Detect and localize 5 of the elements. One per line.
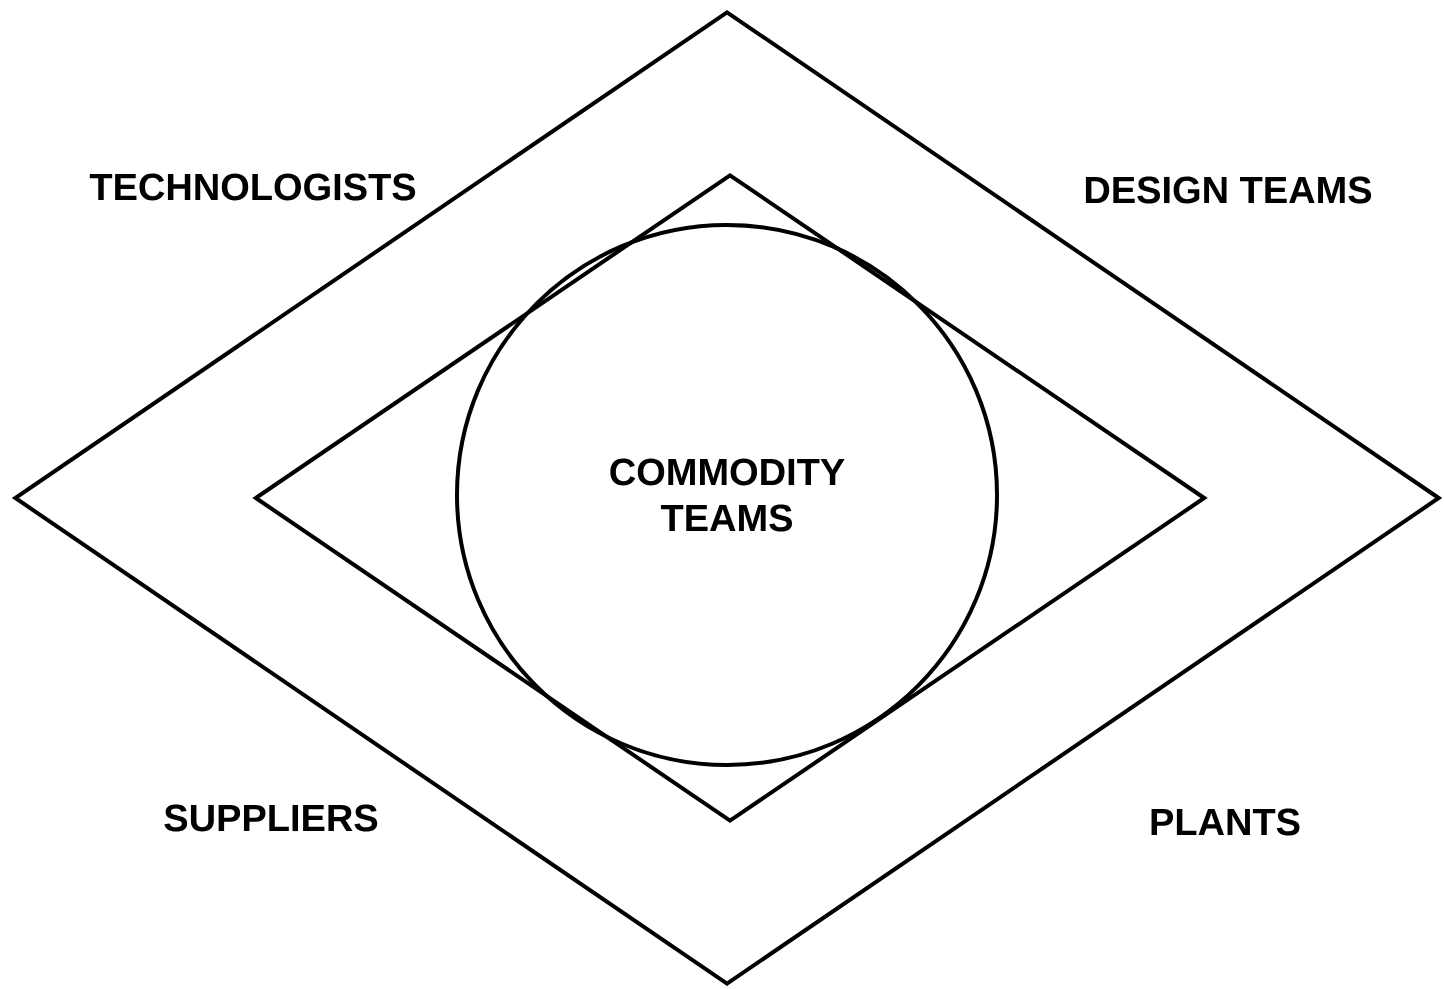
region-label: TECHNOLOGISTS xyxy=(89,173,416,201)
circle-node: COMMODITY TEAMS xyxy=(455,223,999,767)
region-label: DESIGN TEAMS xyxy=(1085,176,1372,204)
region-label: SUPPLIERS xyxy=(164,804,378,832)
region-label: PLANTS xyxy=(1151,808,1300,836)
